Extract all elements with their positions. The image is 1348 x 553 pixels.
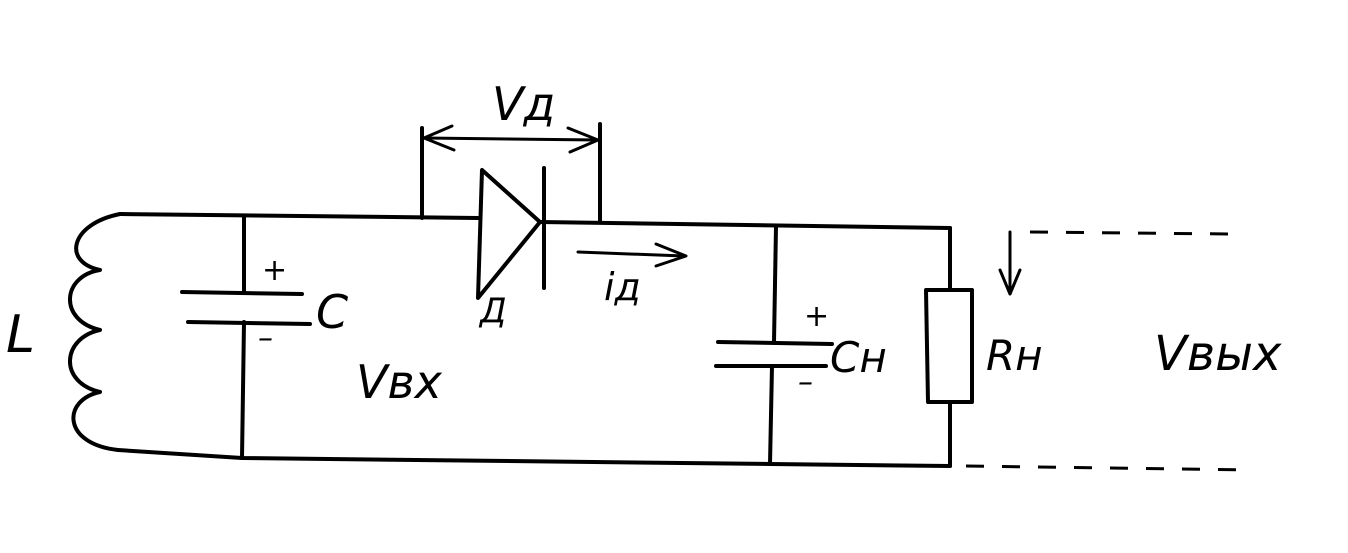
capacitor-c-lead-bottom (240, 320, 246, 460)
capacitor-cn-plate-top (716, 340, 834, 346)
diode-voltage-arrow-line (422, 136, 600, 142)
capacitor-c-plate-bottom (186, 320, 312, 326)
capacitor-cn-minus: – (798, 365, 813, 400)
resistor-label: Rн (986, 331, 1043, 380)
capacitor-c-plate-top (180, 290, 304, 296)
capacitor-c-label: C (316, 285, 348, 339)
output-dashed-bottom (965, 464, 1251, 472)
resistor-body (924, 288, 974, 404)
capacitor-cn-lead-top (772, 224, 778, 344)
capacitor-cn-lead-bottom (768, 364, 774, 466)
diode-current-arrow-head (654, 242, 688, 268)
diode-current-label: iд (604, 265, 641, 309)
capacitor-cn-label: Cн (830, 333, 887, 382)
capacitor-c-plus: + (262, 253, 287, 288)
diode-triangle (476, 168, 542, 300)
top-wire-left (118, 212, 480, 220)
output-dashed-top (1029, 230, 1231, 236)
diode-label: Д (478, 291, 507, 331)
bottom-wire (116, 448, 952, 468)
capacitor-c-minus: – (258, 321, 273, 356)
output-voltage-label: Vвых (1154, 326, 1282, 382)
input-voltage-label: Vвх (356, 355, 443, 409)
top-wire-right (538, 220, 952, 230)
diode-voltage-arrow-left-head (422, 124, 456, 152)
diode-voltage-label: Vд (492, 77, 555, 131)
diode-current-arrow-line (576, 250, 686, 258)
output-arrow-head (998, 268, 1022, 296)
inductor-label: L (6, 305, 35, 365)
diode-voltage-arrow-right-head (566, 126, 600, 154)
capacitor-cn-plus: + (804, 299, 829, 334)
inductor-coil (68, 212, 122, 452)
